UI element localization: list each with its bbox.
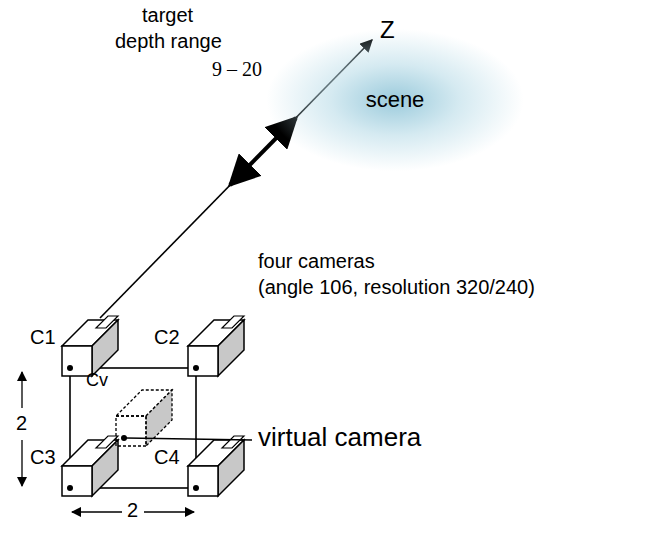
dimension-line — [144, 511, 194, 512]
camera-c2 — [188, 316, 244, 376]
dimension-line — [72, 511, 122, 512]
dimension-label: 2 — [127, 499, 138, 522]
camera-label: C4 — [154, 446, 180, 469]
scene-cloud: scene — [265, 28, 525, 172]
camera-note: (angle 106, resolution 320/240) — [258, 276, 535, 299]
camera-c1 — [62, 316, 118, 376]
range-value: 9 – 20 — [212, 58, 262, 81]
camera-label: C2 — [154, 326, 180, 349]
dimension-label: 2 — [16, 412, 27, 435]
camera-note: four cameras — [258, 250, 375, 273]
camera-label: C3 — [30, 446, 56, 469]
camera-c4 — [188, 436, 244, 496]
axis-title: depth range — [115, 30, 222, 53]
scene-label: scene — [366, 87, 425, 113]
dimension-line — [21, 440, 22, 486]
camera-c3 — [62, 436, 118, 496]
camera-label: C1 — [30, 326, 56, 349]
callout-label: virtual camera — [258, 423, 421, 453]
dimension-line — [21, 372, 22, 408]
camera-label: Cv — [86, 370, 108, 391]
leader-line — [126, 438, 252, 440]
axis-title: target — [142, 4, 193, 27]
axis-name: Z — [380, 16, 395, 44]
